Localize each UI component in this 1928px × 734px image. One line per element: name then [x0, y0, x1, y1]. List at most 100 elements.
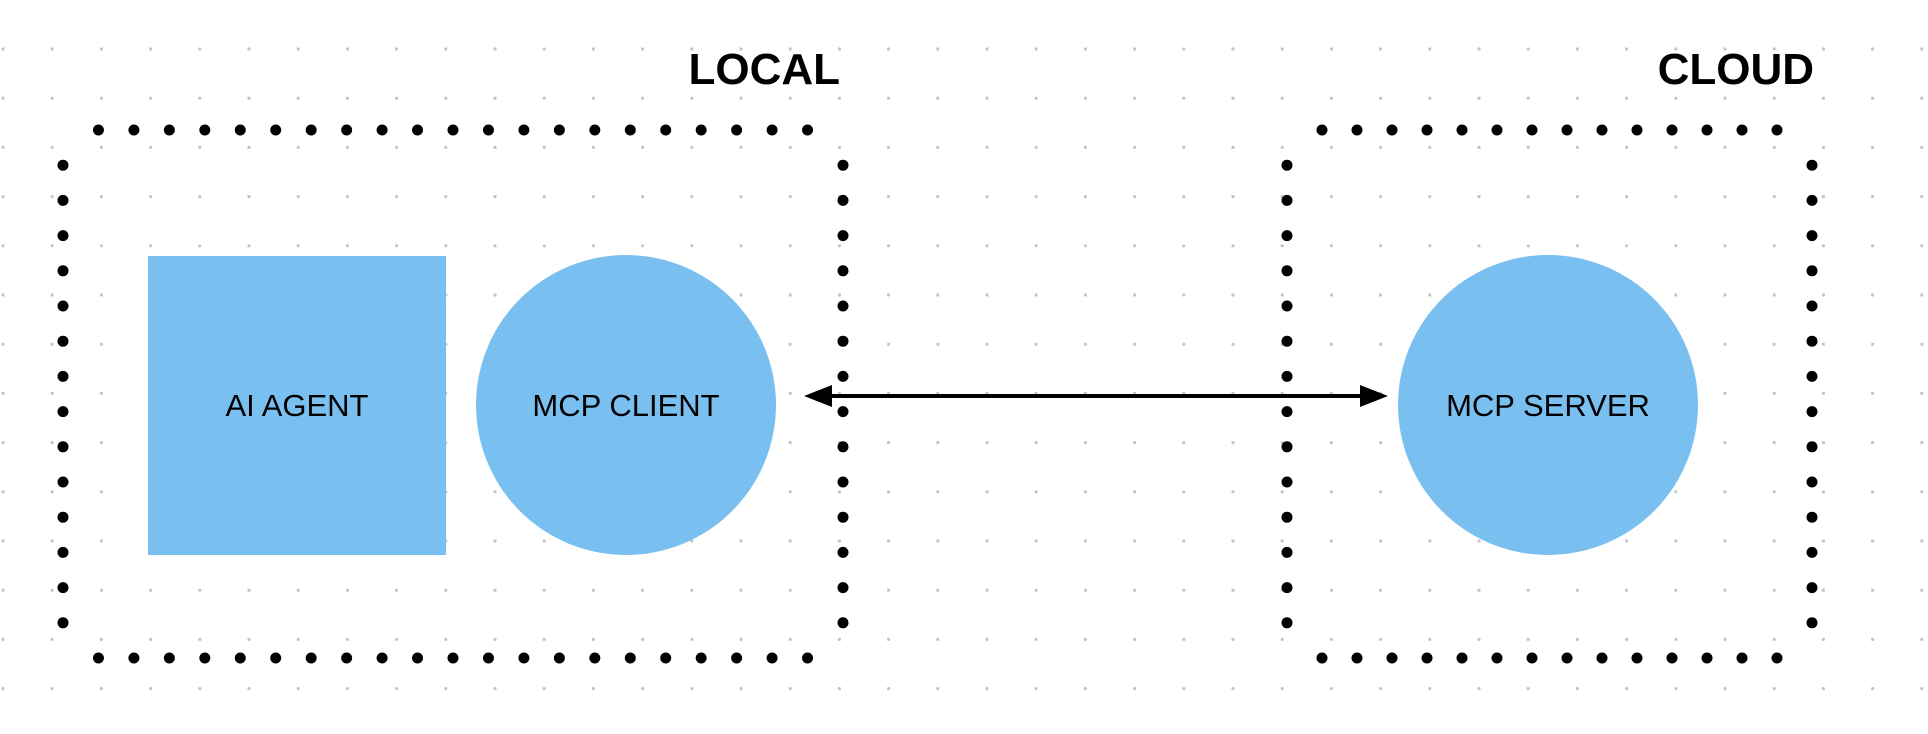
- border-dot: [163, 652, 175, 664]
- grid-dot: [1329, 490, 1333, 494]
- border-dot: [1666, 652, 1678, 664]
- grid-dot: [345, 195, 349, 199]
- border-dot: [1491, 124, 1503, 136]
- grid-dot: [1133, 539, 1137, 543]
- grid-dot: [1428, 637, 1432, 642]
- grid-dot: [1, 293, 5, 297]
- grid-dot: [1329, 47, 1333, 51]
- grid-dot: [149, 637, 153, 642]
- grid-dot: [936, 490, 940, 494]
- grid-dot: [1133, 687, 1137, 691]
- grid-dot: [739, 637, 743, 642]
- grid-dot: [50, 588, 54, 592]
- border-dot: [376, 652, 388, 664]
- border-dot: [1806, 265, 1818, 277]
- border-dot: [837, 546, 849, 558]
- grid-dot: [1, 637, 5, 642]
- border-dot: [163, 124, 175, 136]
- grid-dot: [936, 145, 940, 149]
- border-dot: [57, 300, 69, 312]
- border-dot: [837, 335, 849, 347]
- grid-dot: [1182, 588, 1186, 592]
- grid-dot: [591, 244, 596, 248]
- border-dot: [1281, 194, 1293, 206]
- grid-dot: [542, 539, 546, 543]
- grid-dot: [1821, 145, 1825, 149]
- grid-dot: [247, 195, 251, 199]
- grid-dot: [1772, 441, 1776, 445]
- grid-dot: [198, 47, 202, 51]
- grid-dot: [296, 145, 300, 149]
- grid-dot: [1083, 342, 1087, 346]
- grid-dot: [1133, 637, 1137, 642]
- grid-dot: [493, 195, 497, 199]
- grid-dot: [444, 244, 448, 248]
- grid-dot: [542, 96, 546, 100]
- grid-dot: [936, 47, 940, 51]
- grid-dot: [1, 588, 5, 592]
- grid-dot: [444, 195, 448, 199]
- grid-dot: [1379, 342, 1383, 346]
- border-dot: [57, 441, 69, 453]
- grid-dot: [1133, 47, 1137, 51]
- border-dot: [341, 124, 353, 136]
- grid-dot: [50, 145, 54, 149]
- grid-dot: [1871, 342, 1875, 346]
- grid-dot: [345, 244, 349, 248]
- border-dot: [766, 124, 778, 136]
- grid-dot: [1379, 195, 1383, 199]
- grid-dot: [788, 391, 792, 395]
- grid-dot: [1871, 490, 1875, 494]
- grid-dot: [99, 441, 103, 445]
- grid-dot: [887, 441, 891, 445]
- grid-dot: [788, 539, 792, 543]
- grid-dot: [296, 588, 300, 592]
- grid-dot: [1133, 293, 1137, 297]
- grid-dot: [1920, 539, 1924, 543]
- grid-dot: [591, 47, 596, 51]
- grid-dot: [1674, 490, 1678, 494]
- grid-dot: [887, 687, 891, 691]
- border-dot: [802, 652, 814, 664]
- grid-dot: [1920, 441, 1924, 445]
- grid-dot: [690, 539, 694, 543]
- grid-dot: [985, 490, 989, 494]
- mcp-server-node[interactable]: [1398, 255, 1698, 555]
- grid-dot: [1, 195, 5, 199]
- grid-dot: [1231, 539, 1235, 543]
- border-dot: [482, 652, 494, 664]
- border-dot: [837, 194, 849, 206]
- grid-dot: [1034, 687, 1038, 691]
- grid-dot: [887, 588, 891, 592]
- grid-dot: [1920, 391, 1924, 395]
- grid-dot: [1083, 244, 1087, 248]
- border-dot: [624, 652, 636, 664]
- grid-dot: [739, 96, 743, 100]
- ai-agent-node[interactable]: [148, 256, 446, 555]
- grid-dot: [542, 244, 546, 248]
- grid-dot: [1280, 47, 1284, 51]
- grid-dot: [1772, 293, 1776, 297]
- mcp-client-label: MCP CLIENT: [532, 388, 719, 423]
- grid-dot: [99, 96, 103, 100]
- grid-dot: [345, 96, 349, 100]
- border-dot: [1386, 124, 1398, 136]
- border-dot: [1806, 546, 1818, 558]
- grid-dot: [788, 490, 792, 494]
- grid-dot: [1379, 244, 1383, 248]
- grid-dot: [1133, 588, 1137, 592]
- border-dot: [1806, 159, 1818, 171]
- mcp-client-node[interactable]: [476, 255, 776, 555]
- border-dot: [1736, 124, 1748, 136]
- grid-dot: [1723, 145, 1727, 149]
- grid-dot: [1772, 244, 1776, 248]
- grid-dot: [99, 687, 103, 691]
- grid-dot: [1871, 47, 1875, 51]
- grid-dot: [1920, 195, 1924, 199]
- grid-dot: [99, 391, 103, 395]
- grid-dot: [149, 244, 153, 248]
- grid-dot: [149, 588, 153, 592]
- grid-dot: [542, 637, 546, 642]
- grid-dot: [1920, 244, 1924, 248]
- grid-dot: [641, 687, 645, 691]
